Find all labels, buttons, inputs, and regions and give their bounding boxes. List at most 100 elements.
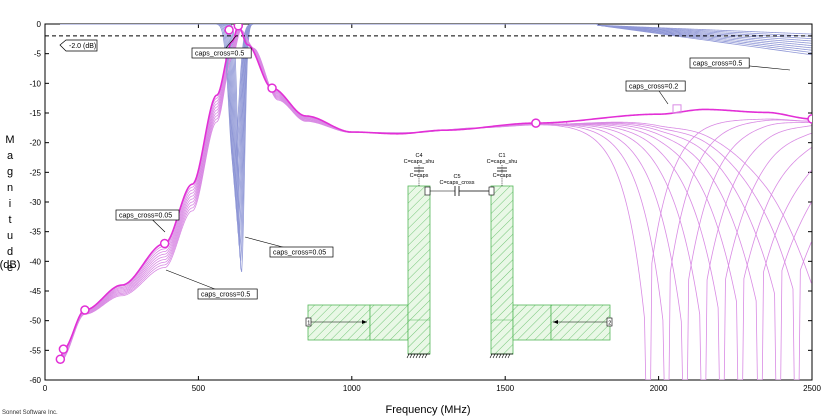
y-tick-label: 0	[37, 20, 42, 29]
ground-hatch	[498, 353, 502, 359]
x-tick-label: 1000	[343, 384, 361, 393]
x-axis-label: Frequency (MHz)	[386, 404, 471, 416]
s11-sweep-curve	[60, 24, 812, 214]
annotation-box	[689, 57, 750, 69]
s11-sweep-curve	[60, 24, 812, 192]
annotation-label: caps_cross=0.5	[195, 51, 244, 58]
y-tick-label: -45	[29, 287, 41, 296]
annotation-label: caps_cross=0.5	[693, 61, 742, 68]
highlighted-line	[59, 24, 812, 360]
capacitor-c1: C1 C=caps_shu C=caps	[487, 153, 518, 186]
x-tick-label: 2000	[650, 384, 668, 393]
s11-sweep-curve	[60, 24, 812, 203]
coupler-right	[512, 304, 552, 341]
ground-hatch	[507, 353, 511, 359]
ground-hatch	[424, 353, 428, 359]
reference-line: -2.0 (dB)	[45, 35, 812, 52]
s11-sweep-curve	[60, 24, 812, 261]
port-1: 1	[305, 317, 367, 327]
y-axis-label-letter: M	[5, 134, 14, 146]
feedline-left	[307, 304, 371, 341]
port-2-arrow	[553, 320, 558, 324]
sweep-square-marker	[672, 104, 682, 114]
c4-value: C=caps_shu	[404, 159, 435, 165]
annotation-label: caps_cross=0.5	[201, 292, 250, 299]
y-axis-label-letter: t	[8, 214, 11, 226]
annotation-label: caps_cross=0.2	[629, 84, 678, 91]
s11-sweep-curve	[60, 24, 812, 226]
reference-label-box	[59, 39, 98, 52]
annotation-label: caps_cross=0.05	[119, 213, 172, 220]
data-point-marker	[58, 344, 69, 354]
y-axis-label-letter: e	[7, 262, 13, 274]
ground-hatch	[418, 353, 422, 359]
x-tick-label: 1500	[496, 384, 514, 393]
c5-value: C=caps_cross	[439, 180, 474, 186]
software-credit: Sonnet Software Inc.	[2, 410, 58, 416]
annotation-box	[197, 288, 258, 300]
y-tick-label: -25	[29, 168, 41, 177]
annotation-box	[269, 246, 334, 258]
resonator-left	[407, 185, 431, 355]
annotations: caps_cross=0.5 caps_cross=0.5 caps_cross=0…	[115, 35, 791, 300]
reference-label-text: -2.0 (dB)	[69, 43, 96, 50]
x-tick-label: 0	[43, 384, 48, 393]
ground-hatch	[504, 353, 508, 359]
c1-label: C1	[498, 153, 505, 159]
y-tick-label: -20	[29, 139, 41, 148]
port-1-arrow	[362, 320, 367, 324]
annotation-label: caps_cross=0.05	[273, 250, 326, 257]
port-2-label: 2	[608, 321, 611, 327]
s11-sweep-curve	[60, 24, 812, 180]
data-point-marker	[55, 354, 66, 364]
data-point-marker	[807, 114, 812, 124]
data-point-marker	[224, 25, 234, 35]
s11-sweep-curve	[60, 24, 812, 238]
y-tick-label: -50	[29, 317, 41, 326]
annotation-box	[115, 209, 180, 221]
y-tick-label: -10	[29, 79, 41, 88]
c1-value: C=caps_shu	[487, 159, 518, 165]
y-tick-label: -5	[34, 50, 42, 59]
c4-label: C4	[415, 153, 422, 159]
ground-hatch	[406, 353, 410, 359]
ground-hatch	[412, 353, 416, 359]
data-point-marker	[267, 83, 277, 93]
c4-cap-ref: C=caps	[410, 173, 429, 179]
y-axis-label-letter: u	[7, 230, 13, 242]
y-tick-label: -35	[29, 228, 41, 237]
y-axis-label-letter: a	[7, 150, 14, 162]
s11-sweep-curve	[60, 24, 812, 250]
y-axis-label-letter: n	[7, 182, 13, 194]
s11-sweep-curve	[60, 24, 812, 167]
port-1-label: 1	[307, 321, 310, 327]
y-axis-label-letter: d	[7, 246, 13, 258]
ground-symbols	[406, 353, 513, 359]
y-axis-label-letter: i	[9, 198, 11, 210]
capacitor-c4: C4 C=caps_shu C=caps	[404, 153, 435, 186]
coupler-left	[369, 304, 409, 341]
c5-label: C5	[453, 174, 460, 180]
data-point-marker	[159, 238, 170, 249]
feedline-right	[550, 304, 611, 341]
ground-hatch	[409, 353, 413, 359]
ground-hatch	[489, 353, 493, 359]
s11-sweep-curve	[60, 24, 812, 273]
y-tick-label: -60	[29, 376, 41, 385]
c5-right-port	[488, 186, 495, 196]
x-tick-label: 500	[192, 384, 206, 393]
y-axis-label-letter: g	[7, 166, 13, 178]
capacitor-c5: C5 C=caps_cross	[424, 174, 495, 196]
annotation-box	[191, 47, 252, 59]
data-point-marker	[233, 24, 244, 31]
y-tick-label: -55	[29, 346, 41, 355]
circuit-schematic: 1 2 C5 C=caps_cross C4 C=caps_shu	[305, 153, 613, 359]
y-axis: 0-5-10-15-20-25-30-35-40-45-50-55-60	[29, 20, 812, 385]
data-point-marker	[80, 305, 90, 315]
ground-hatch	[492, 353, 496, 359]
data-point-marker	[531, 118, 541, 128]
port-2: 2	[553, 317, 613, 327]
resonator-right	[490, 185, 514, 355]
